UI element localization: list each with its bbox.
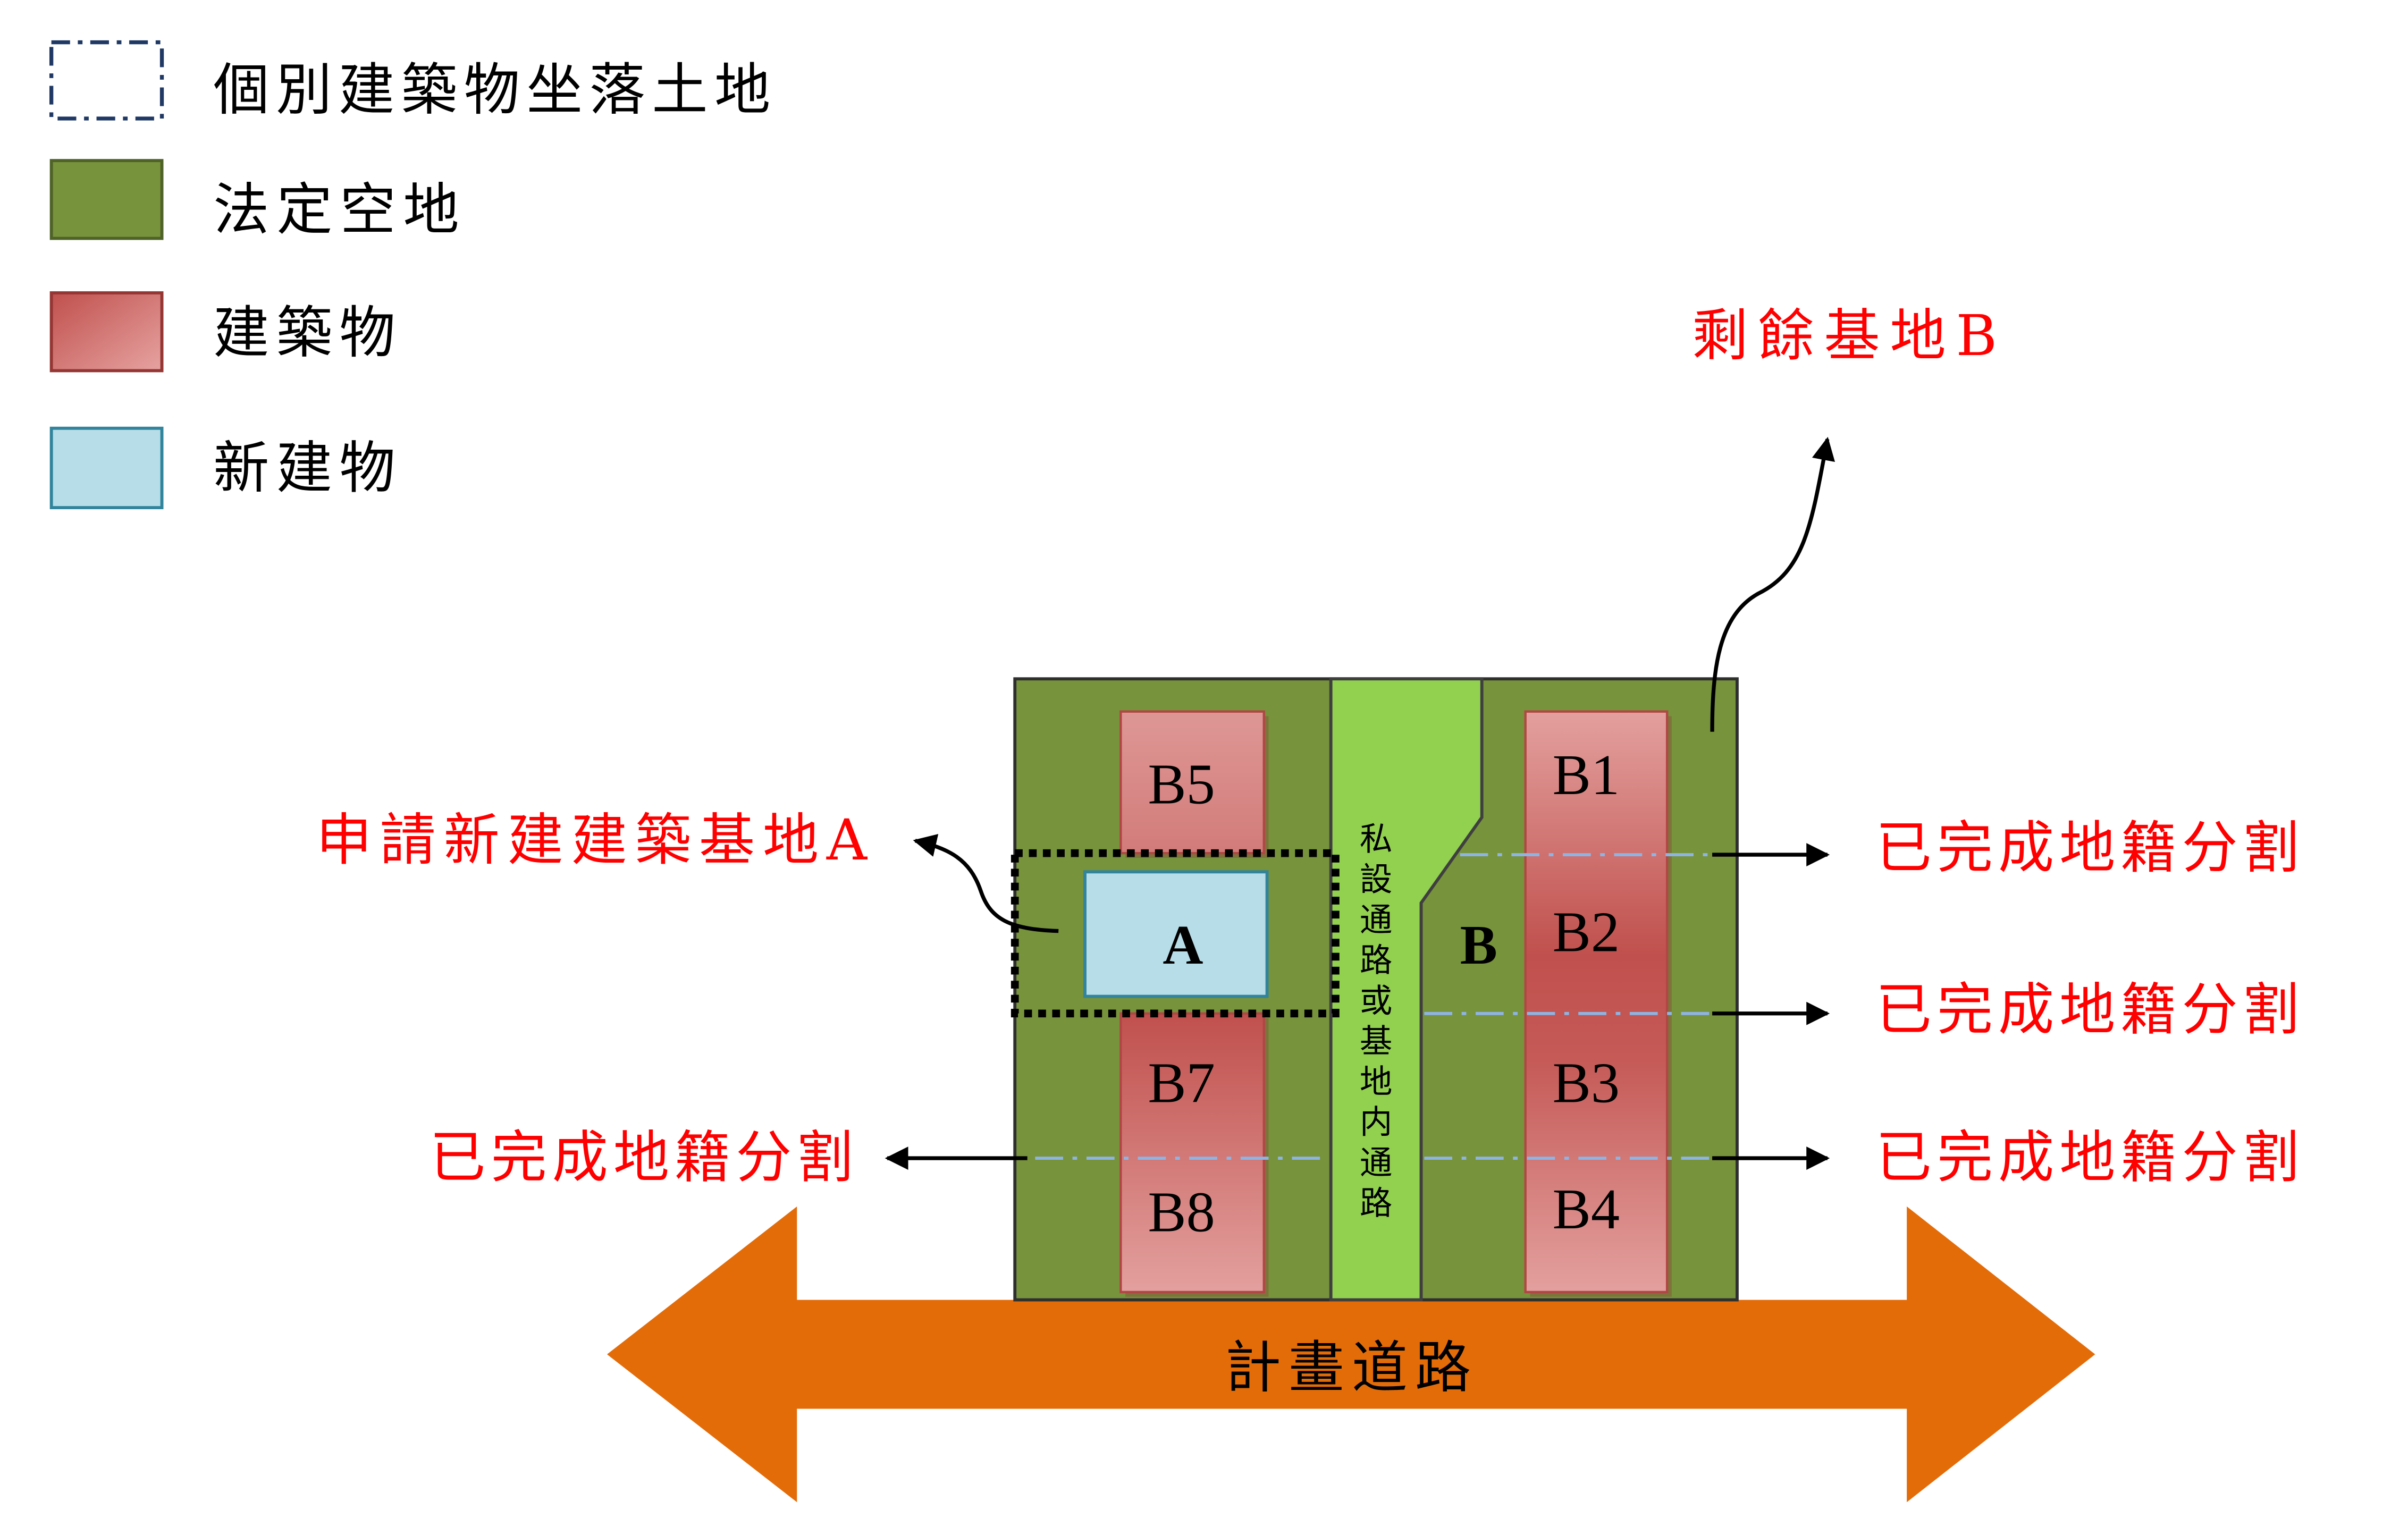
building-label-b1: B1 [1553,743,1620,807]
new-building-label: A [1163,914,1203,976]
building-label-b5: B5 [1148,752,1215,816]
cadastral-split-lines [1035,853,1713,1160]
building-b7-b8 [1119,1012,1265,1294]
left-building-column: B5 B7 B8 [1119,710,1269,1297]
cadastral-split-label-right-1: 已完成地籍分割 [1876,815,2299,881]
legend-item-open-space: 法定空地 [49,159,459,242]
new-site-label: 申請新建建築基地A [316,807,868,873]
legend: 個別建築物坐落土地 法定空地 建築物 新建物 [49,40,770,510]
legend-label-building-lot: 個別建築物坐落土地 [213,57,770,122]
planned-road-double-arrow [607,1206,2095,1503]
legend-item-building: 建築物 [49,291,395,373]
remaining-site-label: 剩餘基地B [1692,303,1997,368]
building-label-b4: B4 [1553,1177,1620,1241]
red-gradient-swatch [49,291,164,373]
legend-item-new-building: 新建物 [49,426,395,510]
building-b5 [1119,710,1265,855]
legend-label-new-building: 新建物 [213,435,395,501]
cadastral-split-label-right-3: 已完成地籍分割 [1876,1125,2299,1190]
site-b-label: B [1460,914,1497,976]
dash-dot-outline-swatch [49,40,164,121]
building-label-b8: B8 [1148,1180,1215,1244]
building-b1-b4 [1524,710,1669,1294]
private-road-label: 私設通路或基地内通路 [1360,820,1392,1222]
building-label-b2: B2 [1553,900,1620,964]
annotation-labels: 剩餘基地B 申請新建建築基地A 已完成地籍分割 已完成地籍分割 已完成地籍分割 … [316,303,2299,1190]
new-site-dotted-outline [1011,849,1340,1018]
cadastral-split-label-left: 已完成地籍分割 [430,1125,853,1190]
legend-label-building: 建築物 [213,300,395,365]
curved-arrow-remaining-site [1710,436,1836,732]
annotation-arrows [885,436,1836,1170]
new-building-a [1083,870,1269,998]
legend-label-open-space: 法定空地 [213,177,459,242]
building-label-b7: B7 [1148,1051,1215,1115]
site: 私設通路或基地内通路 B5 B7 B8 B1 B2 B3 B4 A B [1011,677,1739,1302]
right-building-column: B1 B2 B3 B4 [1524,710,1672,1297]
light-blue-swatch [49,426,164,510]
planned-road: 計畫道路 [607,1206,2095,1503]
cadastral-split-label-right-2: 已完成地籍分割 [1876,977,2299,1042]
curved-arrow-new-site [913,834,1059,933]
green-swatch [49,159,164,240]
building-label-b3: B3 [1553,1051,1620,1115]
new-site-a: A [1011,849,1340,1018]
private-road-strip [1329,677,1484,1302]
legend-item-building-lot: 個別建築物坐落土地 [49,40,770,122]
